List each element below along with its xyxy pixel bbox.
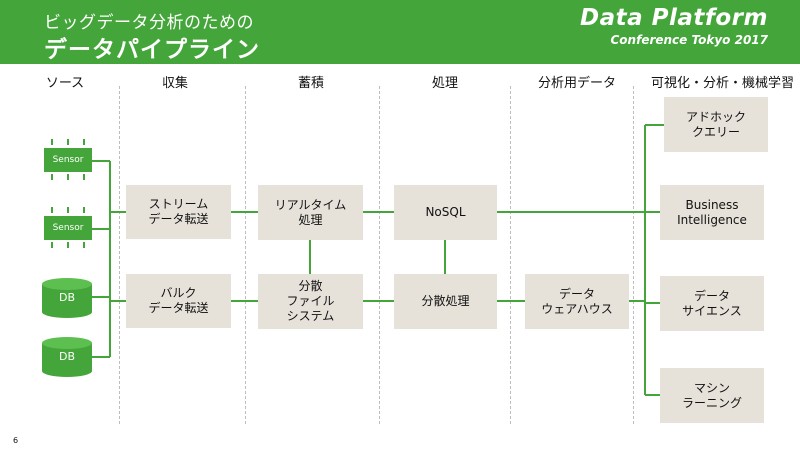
chip-pin [67, 174, 69, 180]
column-separator [633, 86, 634, 424]
database-label: DB [58, 291, 76, 304]
column-label-collect: 収集 [161, 76, 188, 91]
chip-pin [83, 139, 85, 145]
column-separator [119, 86, 120, 424]
database-icon: DB [42, 278, 92, 318]
distributed-file-system-box: 分散 ファイル システム [258, 274, 363, 329]
business-intelligence-box: Business Intelligence [660, 185, 764, 240]
column-separator [379, 86, 380, 424]
sensor-chip-icon: Sensor [44, 148, 92, 172]
chip-pin [51, 207, 53, 213]
slide-title: データパイプライン [44, 37, 260, 63]
database-icon: DB [42, 337, 92, 377]
header-banner: ビッグデータ分析のための データパイプライン Data Platform Con… [0, 0, 800, 64]
column-label-process: 処理 [431, 76, 458, 91]
column-label-source: ソース [45, 76, 85, 91]
machine-learning-box: マシン ラーニング [660, 368, 764, 423]
conference-logo-title: Data Platform [579, 5, 768, 31]
page-number: 6 [13, 436, 19, 445]
chip-pin [83, 207, 85, 213]
column-label-store: 蓄積 [297, 76, 324, 91]
column-label-visualization: 可視化・分析・機械学習 [651, 76, 795, 91]
conference-logo-subtitle: Conference Tokyo 2017 [610, 33, 769, 47]
chip-pin [67, 242, 69, 248]
chip-pin [67, 207, 69, 213]
sensor-chip-icon: Sensor [44, 216, 92, 240]
realtime-processing-box: リアルタイム 処理 [258, 185, 363, 240]
chip-pin [51, 139, 53, 145]
slide-subtitle: ビッグデータ分析のための [44, 13, 254, 33]
column-label-analytics-data: 分析用データ [537, 76, 616, 91]
column-separator [245, 86, 246, 424]
database-label: DB [58, 350, 76, 363]
distributed-processing-box: 分散処理 [394, 274, 497, 329]
chip-pin [67, 139, 69, 145]
chip-pin [51, 242, 53, 248]
column-separator [510, 86, 511, 424]
data-warehouse-box: データ ウェアハウス [525, 274, 629, 329]
chip-pin [51, 174, 53, 180]
stream-transfer-box: ストリーム データ転送 [126, 185, 231, 239]
bulk-transfer-box: バルク データ転送 [126, 274, 231, 328]
chip-pin [83, 174, 85, 180]
chip-pin [83, 242, 85, 248]
adhoc-query-box: アドホック クエリー [664, 97, 768, 152]
data-science-box: データ サイエンス [660, 276, 764, 331]
nosql-box: NoSQL [394, 185, 497, 240]
